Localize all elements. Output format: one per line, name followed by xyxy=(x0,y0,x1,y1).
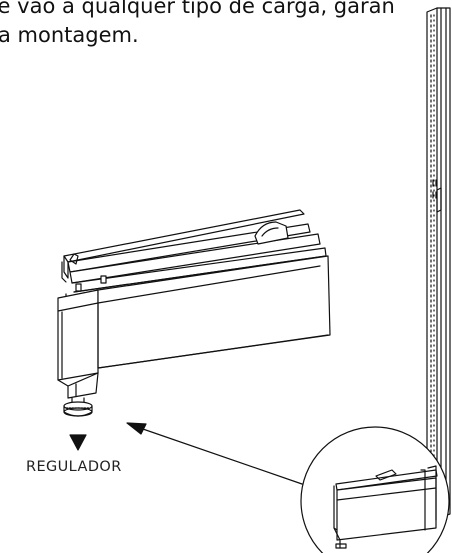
levelling-foot xyxy=(63,397,93,417)
caption-line-1: ce vão a qualquer tipo de carga, garan xyxy=(0,0,395,18)
detail-circle xyxy=(300,426,450,553)
upright-post xyxy=(426,7,451,519)
base-panel xyxy=(57,255,331,399)
caption-line-2: a montagem. xyxy=(0,23,139,47)
regulator-label: REGULADOR xyxy=(26,459,122,475)
shelf-beam xyxy=(61,209,327,301)
pointer-arrow xyxy=(126,422,303,485)
down-triangle-icon xyxy=(69,434,87,451)
